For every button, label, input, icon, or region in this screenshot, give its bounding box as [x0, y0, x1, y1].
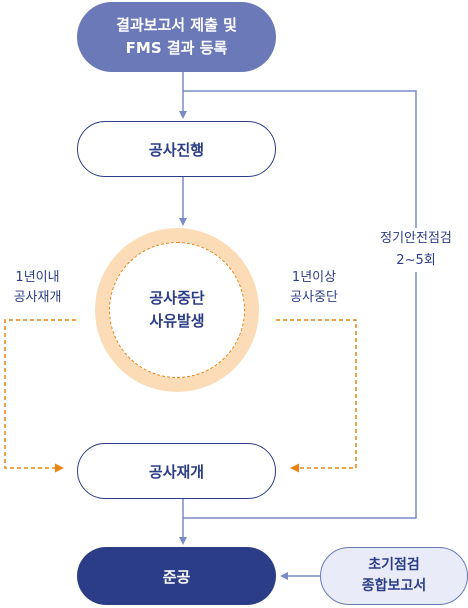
- inspection-line1: 정기안전점검: [380, 231, 452, 246]
- within-year-line1: 1년이내: [15, 270, 60, 285]
- inspection-loop-line: [183, 90, 417, 519]
- initial-report-line2: 종합보고서: [361, 578, 427, 594]
- suspension-line1: 공사중단: [149, 289, 205, 307]
- resume-label: 공사재개: [148, 462, 205, 481]
- branch-over-year-line: [276, 319, 357, 473]
- inspection-line2: 2~5회: [396, 253, 436, 268]
- report-fms-line2: FMS 결과 등록: [125, 39, 228, 57]
- completion-step: 준공: [77, 547, 276, 605]
- completion-label: 준공: [162, 567, 191, 586]
- branch-within-year-label: 1년이내 공사재개: [0, 268, 75, 308]
- over-year-line2: 공사중단: [290, 290, 338, 305]
- over-year-line1: 1년이상: [291, 270, 337, 285]
- suspension-line2: 사유발생: [149, 312, 205, 330]
- initial-report-step: 초기점검 종합보고서: [320, 547, 468, 605]
- branch-within-year-line: [4, 319, 76, 473]
- report-fms-step: 결과보고서 제출 및 FMS 결과 등록: [77, 2, 276, 72]
- branch-over-year-label: 1년이상 공사중단: [274, 268, 354, 308]
- initial-report-line1: 초기점검: [368, 557, 420, 573]
- construction-step: 공사진행: [77, 121, 276, 177]
- suspension-ring: 공사중단 사유발생: [95, 228, 259, 392]
- resume-step: 공사재개: [77, 443, 276, 499]
- within-year-line2: 공사재개: [13, 290, 62, 305]
- inspection-label: 정기안전점검 2~5회: [364, 228, 468, 272]
- construction-label: 공사진행: [148, 140, 205, 159]
- suspension-step: 공사중단 사유발생: [109, 242, 245, 378]
- report-fms-line1: 결과보고서 제출 및: [116, 16, 237, 34]
